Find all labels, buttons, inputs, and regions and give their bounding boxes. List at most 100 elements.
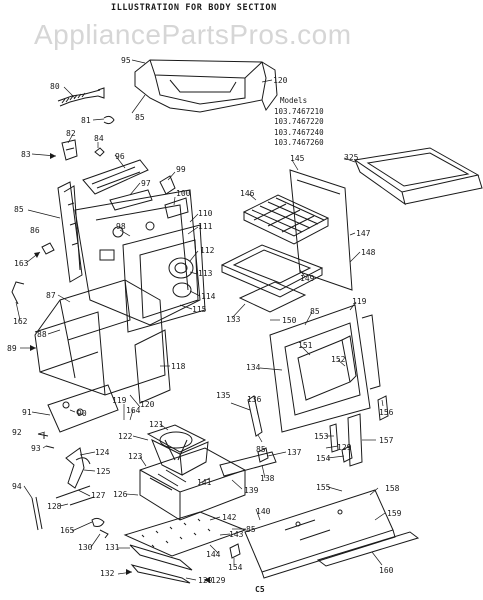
callout-label: 154 — [228, 563, 243, 572]
part-oven-rack — [242, 194, 330, 245]
part-trim-153 — [329, 423, 339, 453]
part-hook — [11, 281, 25, 305]
part-154 — [229, 543, 241, 559]
callout-label: 130 — [78, 543, 93, 552]
model-number: 103.7467260 — [274, 138, 324, 147]
callout-label: 137 — [287, 448, 302, 457]
part-drawer-rail — [316, 531, 420, 567]
callout-label: 155 — [316, 483, 331, 492]
callout-label: 142 — [222, 513, 237, 522]
callout-label: 165 — [60, 526, 75, 535]
callout-label: 90 — [77, 409, 87, 418]
part-back-panel — [74, 189, 201, 326]
callout-label: 113 — [198, 269, 213, 278]
callout-labels: 80 95 120 81 85 82 84 96 83 99 97 100 85… — [7, 56, 402, 585]
part-trim-157 — [347, 413, 363, 467]
callout-label: 122 — [118, 432, 133, 441]
callout-label: 125 — [96, 467, 111, 476]
part-side-panel — [134, 329, 171, 404]
part-bake-cover — [238, 281, 307, 313]
callout-label: 85 — [135, 113, 145, 122]
part-wire-harness — [57, 87, 105, 107]
callout-label: 144 — [206, 550, 221, 559]
part-control-strip — [219, 451, 277, 477]
callout-label: 96 — [115, 152, 125, 161]
part-burner-bowl — [146, 424, 209, 476]
part-broiler-pan — [353, 147, 483, 206]
callout-label: 127 — [91, 491, 106, 500]
callout-label: 131 — [105, 543, 120, 552]
callout-label: 156 — [379, 408, 394, 417]
callout-label: 126 — [113, 490, 128, 499]
callout-label: 81 — [81, 116, 91, 125]
callout-label: 98 — [116, 222, 126, 231]
watermark: AppliancePartsPros.com — [34, 19, 352, 50]
callout-label: 145 — [290, 154, 305, 163]
part-154b — [341, 445, 353, 463]
callout-label: 140 — [256, 507, 271, 516]
callout-label: 83 — [21, 150, 31, 159]
callout-label: 89 — [7, 344, 17, 353]
callout-label: 124 — [95, 448, 110, 457]
callout-label: 136 — [247, 395, 262, 404]
callout-label: 99 — [176, 165, 186, 174]
part-130 — [99, 529, 109, 539]
part-163 — [41, 242, 55, 255]
callout-label: 164 — [126, 406, 141, 415]
callout-label: 163 — [14, 259, 29, 268]
callout-label: 147 — [356, 229, 371, 238]
callout-label: 133 — [226, 315, 241, 324]
part-84 — [94, 147, 105, 157]
callout-label: 128 — [47, 502, 62, 511]
callout-label: 123 — [128, 452, 143, 461]
model-number: 103.7467220 — [274, 117, 324, 126]
callout-label: 85 — [246, 525, 256, 534]
callout-label: 84 — [94, 134, 104, 143]
part-screw-93 — [45, 445, 55, 449]
models-list: Models 103.7467210 103.7467220 103.74672… — [274, 96, 324, 149]
callout-label: 141 — [197, 478, 212, 487]
callout-label: 149 — [300, 274, 315, 283]
part-drawer-panel — [244, 489, 396, 579]
callout-label: 86 — [30, 226, 40, 235]
part-lower-rail — [129, 544, 193, 584]
callout-label: 162 — [13, 317, 28, 326]
part-165 — [91, 517, 105, 527]
part-oven-back — [122, 224, 206, 333]
callout-label: 94 — [12, 482, 22, 491]
part-vent-panel — [82, 159, 149, 195]
callout-label: 114 — [201, 292, 216, 301]
model-number: 103.7467210 — [274, 106, 324, 116]
callout-label: 158 — [385, 484, 400, 493]
callout-label: 110 — [198, 209, 213, 218]
part-screw-92 — [37, 433, 49, 439]
callout-label: 115 — [192, 305, 207, 314]
part-100 — [164, 197, 189, 219]
callout-label: 138 — [260, 474, 275, 483]
callout-label: 148 — [361, 248, 376, 257]
callout-label: 92 — [12, 428, 22, 437]
callout-label: 95 — [121, 56, 131, 65]
part-side-frame — [57, 181, 83, 283]
callout-label: 85 — [14, 205, 24, 214]
callout-label: 134 — [246, 363, 261, 372]
callout-label: 112 — [200, 246, 215, 255]
part-99 — [159, 175, 176, 195]
callout-label: 139 — [244, 486, 259, 495]
callout-label: 135 — [216, 391, 231, 400]
part-clip — [103, 115, 115, 125]
callout-label: 97 — [141, 179, 151, 188]
callout-label: 129 — [337, 443, 352, 452]
part-bracket — [61, 139, 78, 161]
model-number: 103.7467240 — [274, 127, 324, 137]
callout-label: 121 — [149, 420, 164, 429]
part-burner-shelf — [123, 511, 247, 557]
part-oven-door — [269, 304, 381, 433]
leader-lines — [15, 59, 386, 581]
callout-label: 82 — [66, 129, 76, 138]
part-outer-side-wall — [289, 169, 353, 291]
callout-label: 119 — [352, 297, 367, 306]
part-latch-bracket — [65, 447, 91, 489]
part-oven-bottom — [220, 244, 324, 298]
